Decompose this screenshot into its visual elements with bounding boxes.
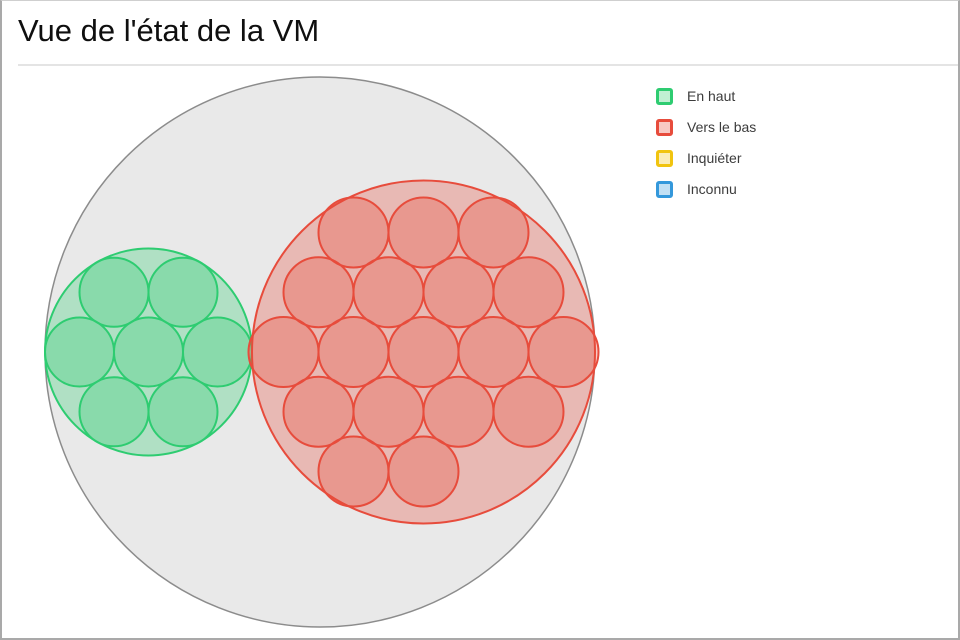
legend-swatch-icon xyxy=(656,180,673,198)
vm-circle-en-haut[interactable] xyxy=(78,256,150,328)
vm-circle-en-haut[interactable] xyxy=(182,316,253,388)
vm-circle-en-haut[interactable] xyxy=(44,316,115,388)
legend-item-inconnu[interactable]: Inconnu xyxy=(656,180,756,198)
legend-label: Inquiéter xyxy=(687,150,742,166)
vm-circle-vers-le-bas[interactable] xyxy=(317,435,390,508)
vm-circle-vers-le-bas[interactable] xyxy=(422,375,495,448)
legend-item-vers-le-bas[interactable]: Vers le bas xyxy=(656,118,756,136)
legend-label: Vers le bas xyxy=(687,119,757,135)
vm-circle-vers-le-bas[interactable] xyxy=(457,316,530,388)
vm-circle-vers-le-bas[interactable] xyxy=(422,256,495,329)
vm-circle-vers-le-bas[interactable] xyxy=(457,196,530,269)
vm-circle-vers-le-bas[interactable] xyxy=(492,375,565,448)
vm-circle-vers-le-bas[interactable] xyxy=(247,316,320,388)
vm-circle-en-haut[interactable] xyxy=(147,256,219,328)
vm-circle-vers-le-bas[interactable] xyxy=(317,316,390,388)
vm-circle-vers-le-bas[interactable] xyxy=(387,196,460,269)
vm-circle-vers-le-bas[interactable] xyxy=(282,375,355,448)
vm-circle-en-haut[interactable] xyxy=(113,316,184,388)
vm-circle-en-haut[interactable] xyxy=(147,376,219,448)
vm-group-circle-vers-le-bas[interactable] xyxy=(251,179,596,525)
legend-item-en-haut[interactable]: En haut xyxy=(656,87,756,105)
legend-label: En haut xyxy=(687,88,736,104)
legend-swatch-icon xyxy=(656,149,673,167)
title-divider xyxy=(18,64,958,66)
vm-circle-vers-le-bas[interactable] xyxy=(387,435,460,508)
legend-swatch-icon xyxy=(656,87,673,105)
vm-circle-vers-le-bas[interactable] xyxy=(317,196,390,269)
vm-circle-vers-le-bas[interactable] xyxy=(527,316,600,388)
legend-label: Inconnu xyxy=(687,181,737,197)
vm-circle-vers-le-bas[interactable] xyxy=(282,256,355,329)
legend-item-inquieter[interactable]: Inquiéter xyxy=(656,149,756,167)
vm-circle-vers-le-bas[interactable] xyxy=(387,316,460,388)
page-title: Vue de l'état de la VM xyxy=(18,13,320,48)
vm-circle-vers-le-bas[interactable] xyxy=(352,375,425,448)
legend-swatch-icon xyxy=(656,118,673,136)
vm-circle-en-haut[interactable] xyxy=(78,376,150,448)
vm-circle-vers-le-bas[interactable] xyxy=(352,256,425,329)
vm-circle-vers-le-bas[interactable] xyxy=(492,256,565,329)
